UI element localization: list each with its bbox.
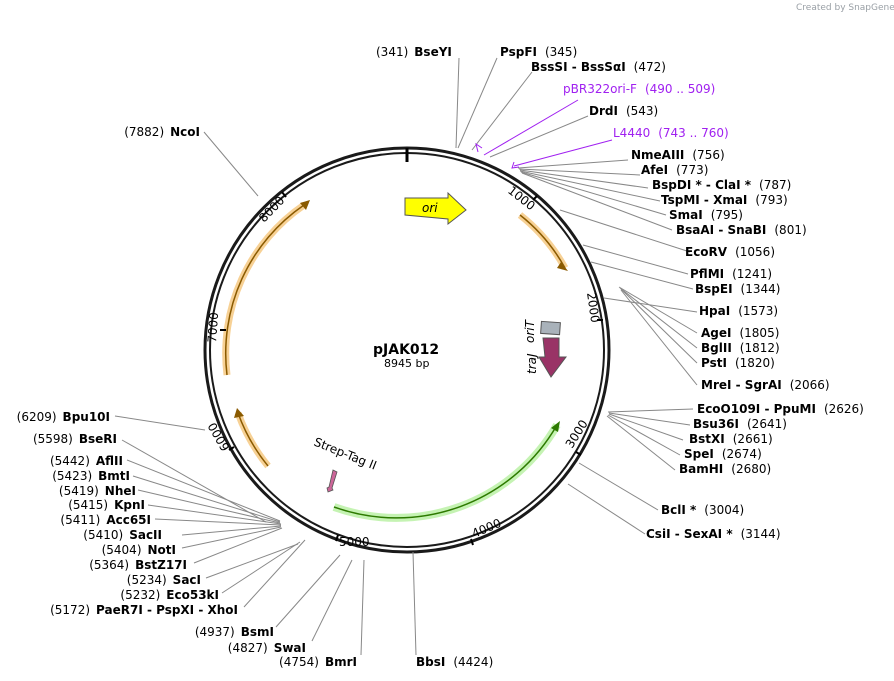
site-label: (4937)BsmI xyxy=(195,625,274,639)
site-label: BsaAI - SnaBI(801) xyxy=(676,223,807,237)
site-label: L4440(743 .. 760) xyxy=(613,126,729,140)
site-label: (341)BseYI xyxy=(376,45,452,59)
site-label: (5411)Acc65I xyxy=(60,513,151,527)
site-label: DrdI(543) xyxy=(589,104,658,118)
site-label: (5419)NheI xyxy=(59,484,136,498)
site-label: BspDI * - ClaI *(787) xyxy=(652,178,791,192)
feature-traJ: traJ xyxy=(525,337,567,378)
plasmid-name: pJAK012 xyxy=(373,342,439,358)
site-label: PstI(1820) xyxy=(701,356,775,370)
green-feature-arc xyxy=(332,421,561,522)
site-label: AfeI(773) xyxy=(641,163,708,177)
site-label: PflMI(1241) xyxy=(690,267,772,281)
site-label: MreI - SgrAI(2066) xyxy=(701,378,830,392)
site-label: (5415)KpnI xyxy=(68,498,145,512)
tick-label-1000: 1000 xyxy=(505,183,538,213)
site-label: (6209)Bpu10I xyxy=(17,410,110,424)
site-label: PspFI(345) xyxy=(500,45,577,59)
site-label: (5410)SacII xyxy=(83,528,162,542)
site-label: BssSI - BssSαI(472) xyxy=(531,60,666,74)
site-label: (5232)Eco53kI xyxy=(120,588,219,602)
site-label: BstXI(2661) xyxy=(689,432,773,446)
site-label: BclI *(3004) xyxy=(661,503,744,517)
snapgene-credit: Created by SnapGene xyxy=(796,3,894,13)
site-label: (5423)BmtI xyxy=(52,469,130,483)
site-label: (5364)BstZ17I xyxy=(89,558,187,572)
site-labels-left: (4754)BmrI (4827)SwaI (4937)BsmI (5172)P… xyxy=(17,125,357,669)
tick-label-7000: 7000 xyxy=(205,312,221,343)
site-labels-right: (341)BseYI PspFI(345) BssSI - BssSαI(472… xyxy=(376,45,864,669)
tick-label-6000: 6000 xyxy=(205,420,232,453)
feature-traJ-label: traJ xyxy=(525,353,539,374)
site-label: BamHI(2680) xyxy=(679,462,771,476)
feature-ori: ori xyxy=(404,191,467,226)
site-label: (7882)NcoI xyxy=(124,125,200,139)
site-label: SmaI(795) xyxy=(669,208,743,222)
site-label: (4827)SwaI xyxy=(228,641,306,655)
site-label: (5598)BseRI xyxy=(33,432,117,446)
feature-oriT: oriT xyxy=(523,318,561,343)
site-label: (5404)NotI xyxy=(102,543,176,557)
site-label: NmeAIII(756) xyxy=(631,148,725,162)
site-label: BspEI(1344) xyxy=(695,282,780,296)
site-label: BbsI(4424) xyxy=(416,655,493,669)
orange-feature-arcs xyxy=(222,200,569,469)
tick-label-2000: 2000 xyxy=(584,291,602,323)
feature-strep-tag: Strep-Tag II xyxy=(312,435,379,493)
site-label: pBR322ori-F(490 .. 509) xyxy=(563,82,715,96)
site-label: (5172)PaeR7I - PspXI - XhoI xyxy=(50,603,238,617)
site-label: EcoO109I - PpuMI(2626) xyxy=(697,402,864,416)
site-label: HpaI(1573) xyxy=(699,304,778,318)
tick-label-5000: 5000 xyxy=(339,535,370,549)
feature-oriT-label: oriT xyxy=(523,318,537,343)
site-label: TspMI - XmaI(793) xyxy=(661,193,788,207)
site-label: BglII(1812) xyxy=(701,341,780,355)
plasmid-length: 8945 bp xyxy=(384,357,429,370)
site-label: SpeI(2674) xyxy=(684,447,762,461)
site-label: (4754)BmrI xyxy=(279,655,357,669)
site-label: CsiI - SexAI *(3144) xyxy=(646,527,781,541)
callout-lines xyxy=(114,57,698,656)
feature-strep-tag-label: Strep-Tag II xyxy=(312,435,379,473)
bp-ticks xyxy=(220,191,603,546)
site-label: AgeI(1805) xyxy=(701,326,779,340)
site-label: (5442)AflII xyxy=(50,454,123,468)
site-label: Bsu36I(2641) xyxy=(693,417,787,431)
site-label: EcoRV(1056) xyxy=(685,245,775,259)
site-label: (5234)SacI xyxy=(127,573,201,587)
feature-ori-label: ori xyxy=(422,201,438,215)
